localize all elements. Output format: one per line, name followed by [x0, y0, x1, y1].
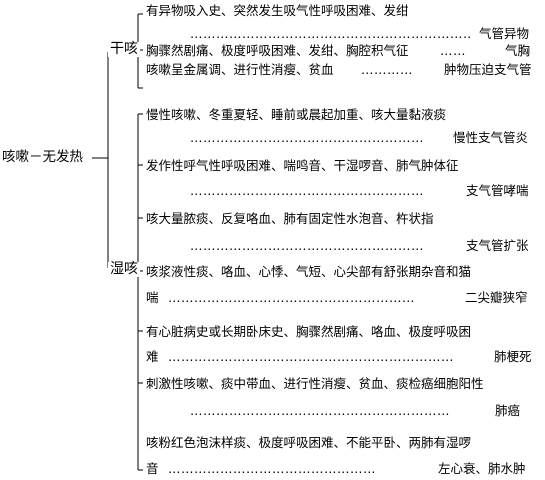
root-label: 咳嗽－无发热 [2, 149, 83, 165]
wet-item-4-line-2: 喘 [146, 290, 159, 305]
wet-item-2-line-1: 发作性呼气性呼吸困难、喘鸣音、干湿啰音、肺气肿体征 [146, 158, 459, 173]
wet-item-1-line-1: 慢性咳嗽、冬重夏轻、睡前或晨起加重、咳大量黏液痰 [146, 107, 447, 122]
wet-item-5-result: 肺梗死 [494, 349, 532, 364]
leader-dots: …………………………………………………… [190, 403, 450, 418]
wet-item-2-result: 支气管哮喘 [466, 183, 529, 198]
leader-dots: ……………………………………………… [190, 183, 424, 198]
dry-item-3-line-1: 咳嗽呈金属调、进行性消瘦、贫血 [146, 62, 334, 77]
leader-dots: ………… [361, 62, 413, 77]
dry-item-1-result: 气管异物 [479, 26, 530, 41]
wet-item-5-line-2: 难 [146, 349, 159, 364]
wet-item-4-result: 二尖瓣狭窄 [465, 290, 528, 305]
wet-item-3-line-1: 咳大量脓痰、反复咯血、肺有固定性水泡音、杵状指 [146, 211, 434, 226]
dry-item-2-result: 气胸 [505, 43, 531, 58]
leader-dots: ……………………………………………… [190, 130, 424, 145]
dry-item-3-result: 肿物压迫支气管 [444, 62, 532, 77]
leader-dots: ………………………………………………… [168, 290, 415, 305]
wet-item-1-result: 慢性支气管炎 [453, 130, 529, 145]
wet-item-3-result: 支气管扩张 [466, 238, 529, 253]
wet-item-7-line-1: 咳粉红色泡沫样痰、极度呼吸困难、不能平卧、两肺有湿啰 [146, 435, 472, 450]
leader-dots: …… [440, 43, 466, 58]
branch-dry-label: 干咳 [108, 41, 140, 57]
leader-dots: ……………………………………………… [190, 238, 424, 253]
wet-item-5-line-1: 有心脏病史或长期卧床史、胸骤然剧痛、咯血、极度呼吸困 [146, 324, 472, 339]
leader-dots: ………………………………………………………… [190, 26, 470, 41]
wet-item-7-result: 左心衰、肺水肿 [438, 461, 526, 476]
dry-item-2-line-1: 胸骤然剧痛、极度呼吸困难、发绀、胸腔积气征 [146, 43, 409, 58]
leader-dots: ………………………………………………………… [168, 349, 454, 364]
wet-item-6-result: 肺癌 [495, 403, 521, 418]
leader-dots: ………………………………………… [168, 461, 376, 476]
wet-item-6-line-1: 刺激性咳嗽、痰中带血、进行性消瘦、贫血、痰检癌细胞阳性 [146, 376, 484, 391]
dry-item-1-line-1: 有异物吸入史、突然发生吸气性呼吸困难、发绀 [146, 3, 409, 18]
wet-item-7-line-2: 音 [146, 461, 159, 476]
branch-wet-label: 湿咳 [108, 261, 140, 277]
wet-item-4-line-1: 咳浆液性痰、咯血、心悸、气短、心尖部有舒张期杂音和猫 [146, 264, 472, 279]
